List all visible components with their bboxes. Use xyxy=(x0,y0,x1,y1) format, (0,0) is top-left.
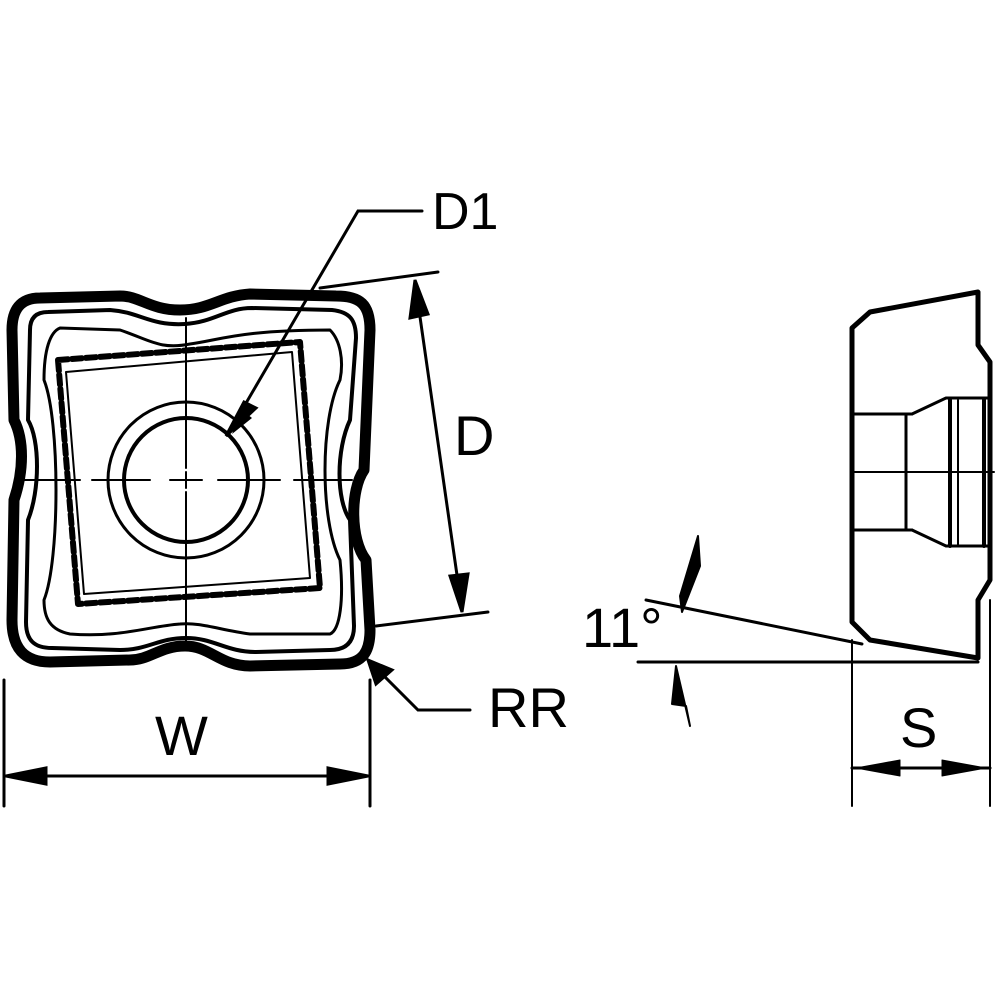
center-lines xyxy=(21,317,353,645)
angle-label: 11° xyxy=(582,596,663,659)
side-profile xyxy=(849,289,993,661)
dimension-lines xyxy=(2,209,490,808)
chipbreaker-contour xyxy=(55,339,323,607)
s-label: S xyxy=(900,696,938,759)
top-view xyxy=(6,288,376,672)
w-label: W xyxy=(155,704,208,767)
side-view xyxy=(636,289,995,807)
d1-label: D1 xyxy=(432,183,499,241)
d-label: D xyxy=(454,404,495,467)
d1-leader xyxy=(240,209,424,412)
rr-label: RR xyxy=(488,676,569,739)
angle-flank-line xyxy=(644,598,864,646)
d-dimension-line xyxy=(413,280,464,612)
insert-outer-contour xyxy=(6,288,376,672)
